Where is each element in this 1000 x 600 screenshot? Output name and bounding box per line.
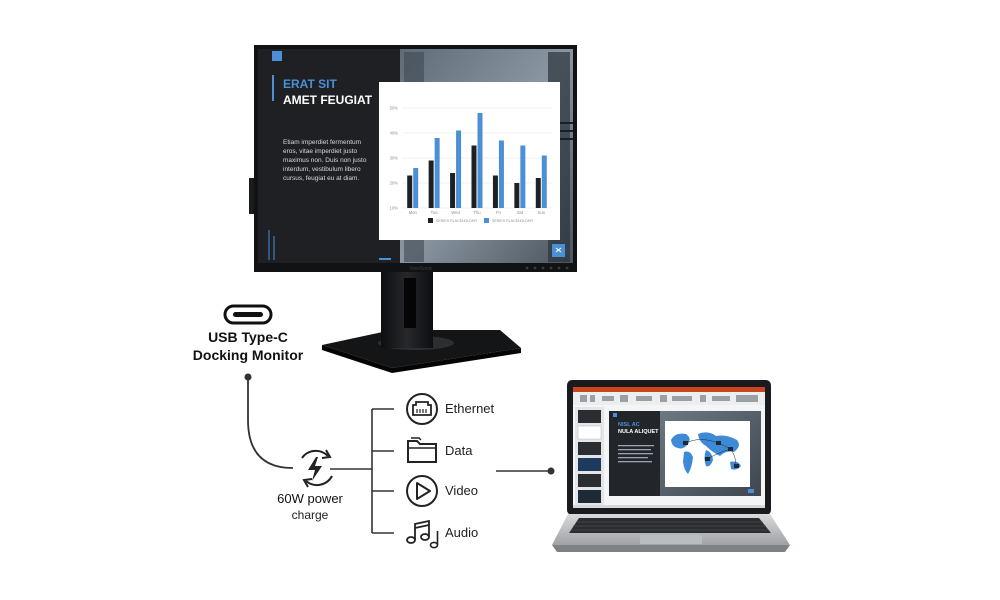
usb-title-line-1: USB Type-C: [208, 329, 288, 345]
chart-legend-swatch-dark: [428, 218, 433, 223]
chart-bar-blue: [413, 168, 419, 208]
chart-x-tick: Wed: [451, 210, 460, 215]
music-note-icon: [406, 519, 439, 549]
chart-bar-dark: [514, 183, 520, 208]
laptop-slide-title-1: NISL AC: [618, 422, 640, 428]
laptop-slide-title-2: NULA ALIQUET: [618, 429, 659, 435]
chart-x-tick: Tue: [431, 210, 439, 215]
chart-bar-blue: [477, 113, 483, 208]
chart-y-tick: 20%: [390, 181, 399, 186]
chart-bar-dark: [450, 173, 456, 208]
chart-x-tick: Sat: [517, 210, 524, 215]
screen-bar-chart: 50% 40% 30% 20% 10% Mon Tue Wed Thu Fri Sat SunSERI…: [390, 106, 552, 223]
feature-label-data: Data: [445, 443, 473, 458]
chart-bar-blue: [434, 138, 440, 208]
monitor-brand-logo: ViewSonic: [409, 266, 433, 272]
power-subtitle: charge: [292, 508, 329, 522]
feature-label-ethernet: Ethernet: [445, 401, 495, 416]
chart-legend-label: SERIES PLACEHOLDER: [492, 219, 533, 223]
monitor-control-buttons: [525, 266, 569, 270]
screen-chart-card: [379, 82, 560, 240]
chart-x-tick: Sun: [538, 210, 546, 215]
laptop-trackpad: [640, 535, 702, 544]
chart-y-tick: 40%: [390, 131, 399, 136]
screen-headline-2: AMET FEUGIAT: [283, 93, 373, 107]
ethernet-port-icon: [406, 393, 438, 425]
chart-bar-blue: [520, 145, 526, 208]
play-icon: [406, 475, 438, 507]
folder-icon: [407, 437, 437, 463]
power-title: 60W power: [277, 491, 343, 506]
chart-y-tick: 10%: [390, 206, 399, 211]
screen-headline-1: ERAT SIT: [283, 77, 337, 91]
laptop-icon: NISL AC NULA ALIQUET: [552, 380, 790, 552]
monitor: ERAT SIT AMET FEUGIAT Etiam imperdiet fe…: [249, 45, 577, 373]
chart-legend-label: SERIES PLACEHOLDER: [436, 219, 477, 223]
screen-body-line: cursus, feugiat eu at diam.: [283, 175, 359, 182]
connection-endpoint: [547, 467, 555, 475]
usb-title-line-2: Docking Monitor: [193, 347, 304, 363]
screen-body-line: interdum, vestibulum libero: [283, 166, 361, 173]
chart-x-tick: Mon: [409, 210, 418, 215]
chart-y-tick: 50%: [390, 106, 399, 111]
chart-bar-dark: [407, 175, 413, 208]
charging-bolt-icon: [301, 449, 333, 488]
screen-accent-square: [272, 51, 282, 61]
feature-label-video: Video: [445, 483, 478, 498]
chart-bar-dark: [471, 145, 477, 208]
chart-x-tick: Fri: [496, 210, 501, 215]
chart-x-tick: Thu: [473, 210, 481, 215]
screen-body-line: eros, vitae imperdiet justo: [283, 148, 357, 155]
branch-connector: [330, 408, 394, 534]
laptop-keyboard: [569, 518, 771, 533]
screen-body-line: Etiam imperdiet fermentum: [283, 139, 361, 146]
screen-body-line: maximus non. Duis non justo: [283, 157, 367, 164]
chart-bar-blue: [498, 140, 504, 208]
chart-bar-blue: [541, 155, 547, 208]
feature-label-audio: Audio: [445, 525, 478, 540]
chart-bar-blue: [456, 130, 462, 208]
chart-bar-dark: [492, 175, 498, 208]
chart-legend-swatch-blue: [484, 218, 489, 223]
chart-bar-dark: [535, 178, 541, 208]
usb-cable: [247, 377, 294, 469]
usb-c-port-icon: [223, 304, 273, 325]
chart-y-tick: 30%: [390, 156, 399, 161]
chart-bar-dark: [428, 160, 434, 208]
